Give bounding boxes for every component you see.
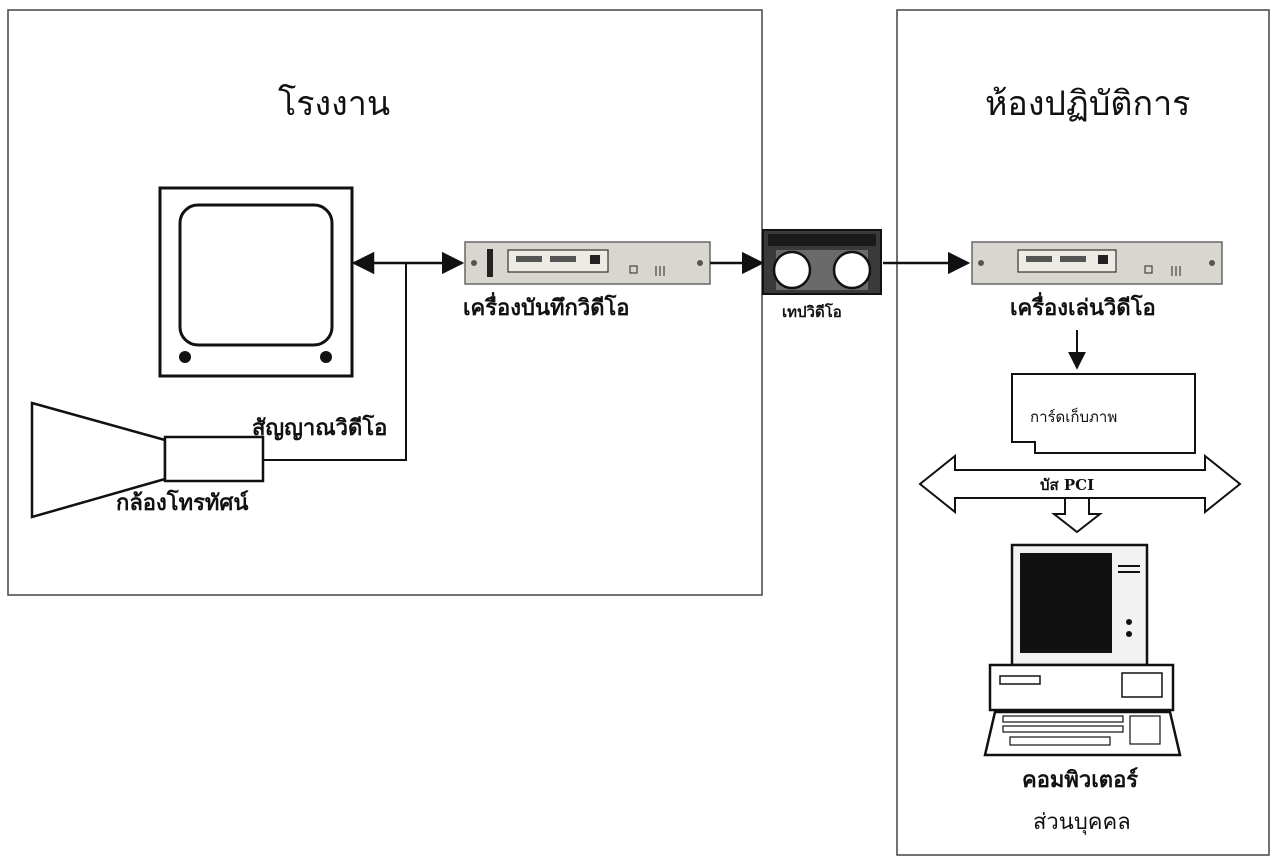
tv-camera-label: กล้องโทรทัศน์ [116, 485, 248, 520]
video-tape-label: เทปวิดีโอ [782, 300, 842, 324]
monitor-icon [160, 188, 352, 376]
vcr-icon [465, 242, 710, 284]
video-recorder-label: เครื่องบันทึกวิดีโอ [463, 290, 630, 325]
video-player-label: เครื่องเล่นวิดีโอ [1010, 290, 1156, 325]
bus-computer-arrow [1054, 498, 1100, 532]
video-cassette-icon [763, 230, 881, 294]
personal-computer-label-line2: ส่วนบุคคล [1033, 804, 1131, 839]
frame-grabber-label: การ์ดเก็บภาพ [1030, 405, 1117, 429]
personal-computer-label-line1: คอมพิวเตอร์ [1022, 762, 1138, 797]
lab-title: ห้องปฏิบัติการ [985, 76, 1190, 130]
factory-title: โรงงาน [278, 76, 390, 130]
video-player-icon [972, 242, 1222, 284]
video-signal-label: สัญญาณวิดีโอ [252, 410, 387, 445]
pci-bus-label: บัส PCI [1040, 473, 1094, 497]
desktop-computer-icon [985, 545, 1180, 755]
